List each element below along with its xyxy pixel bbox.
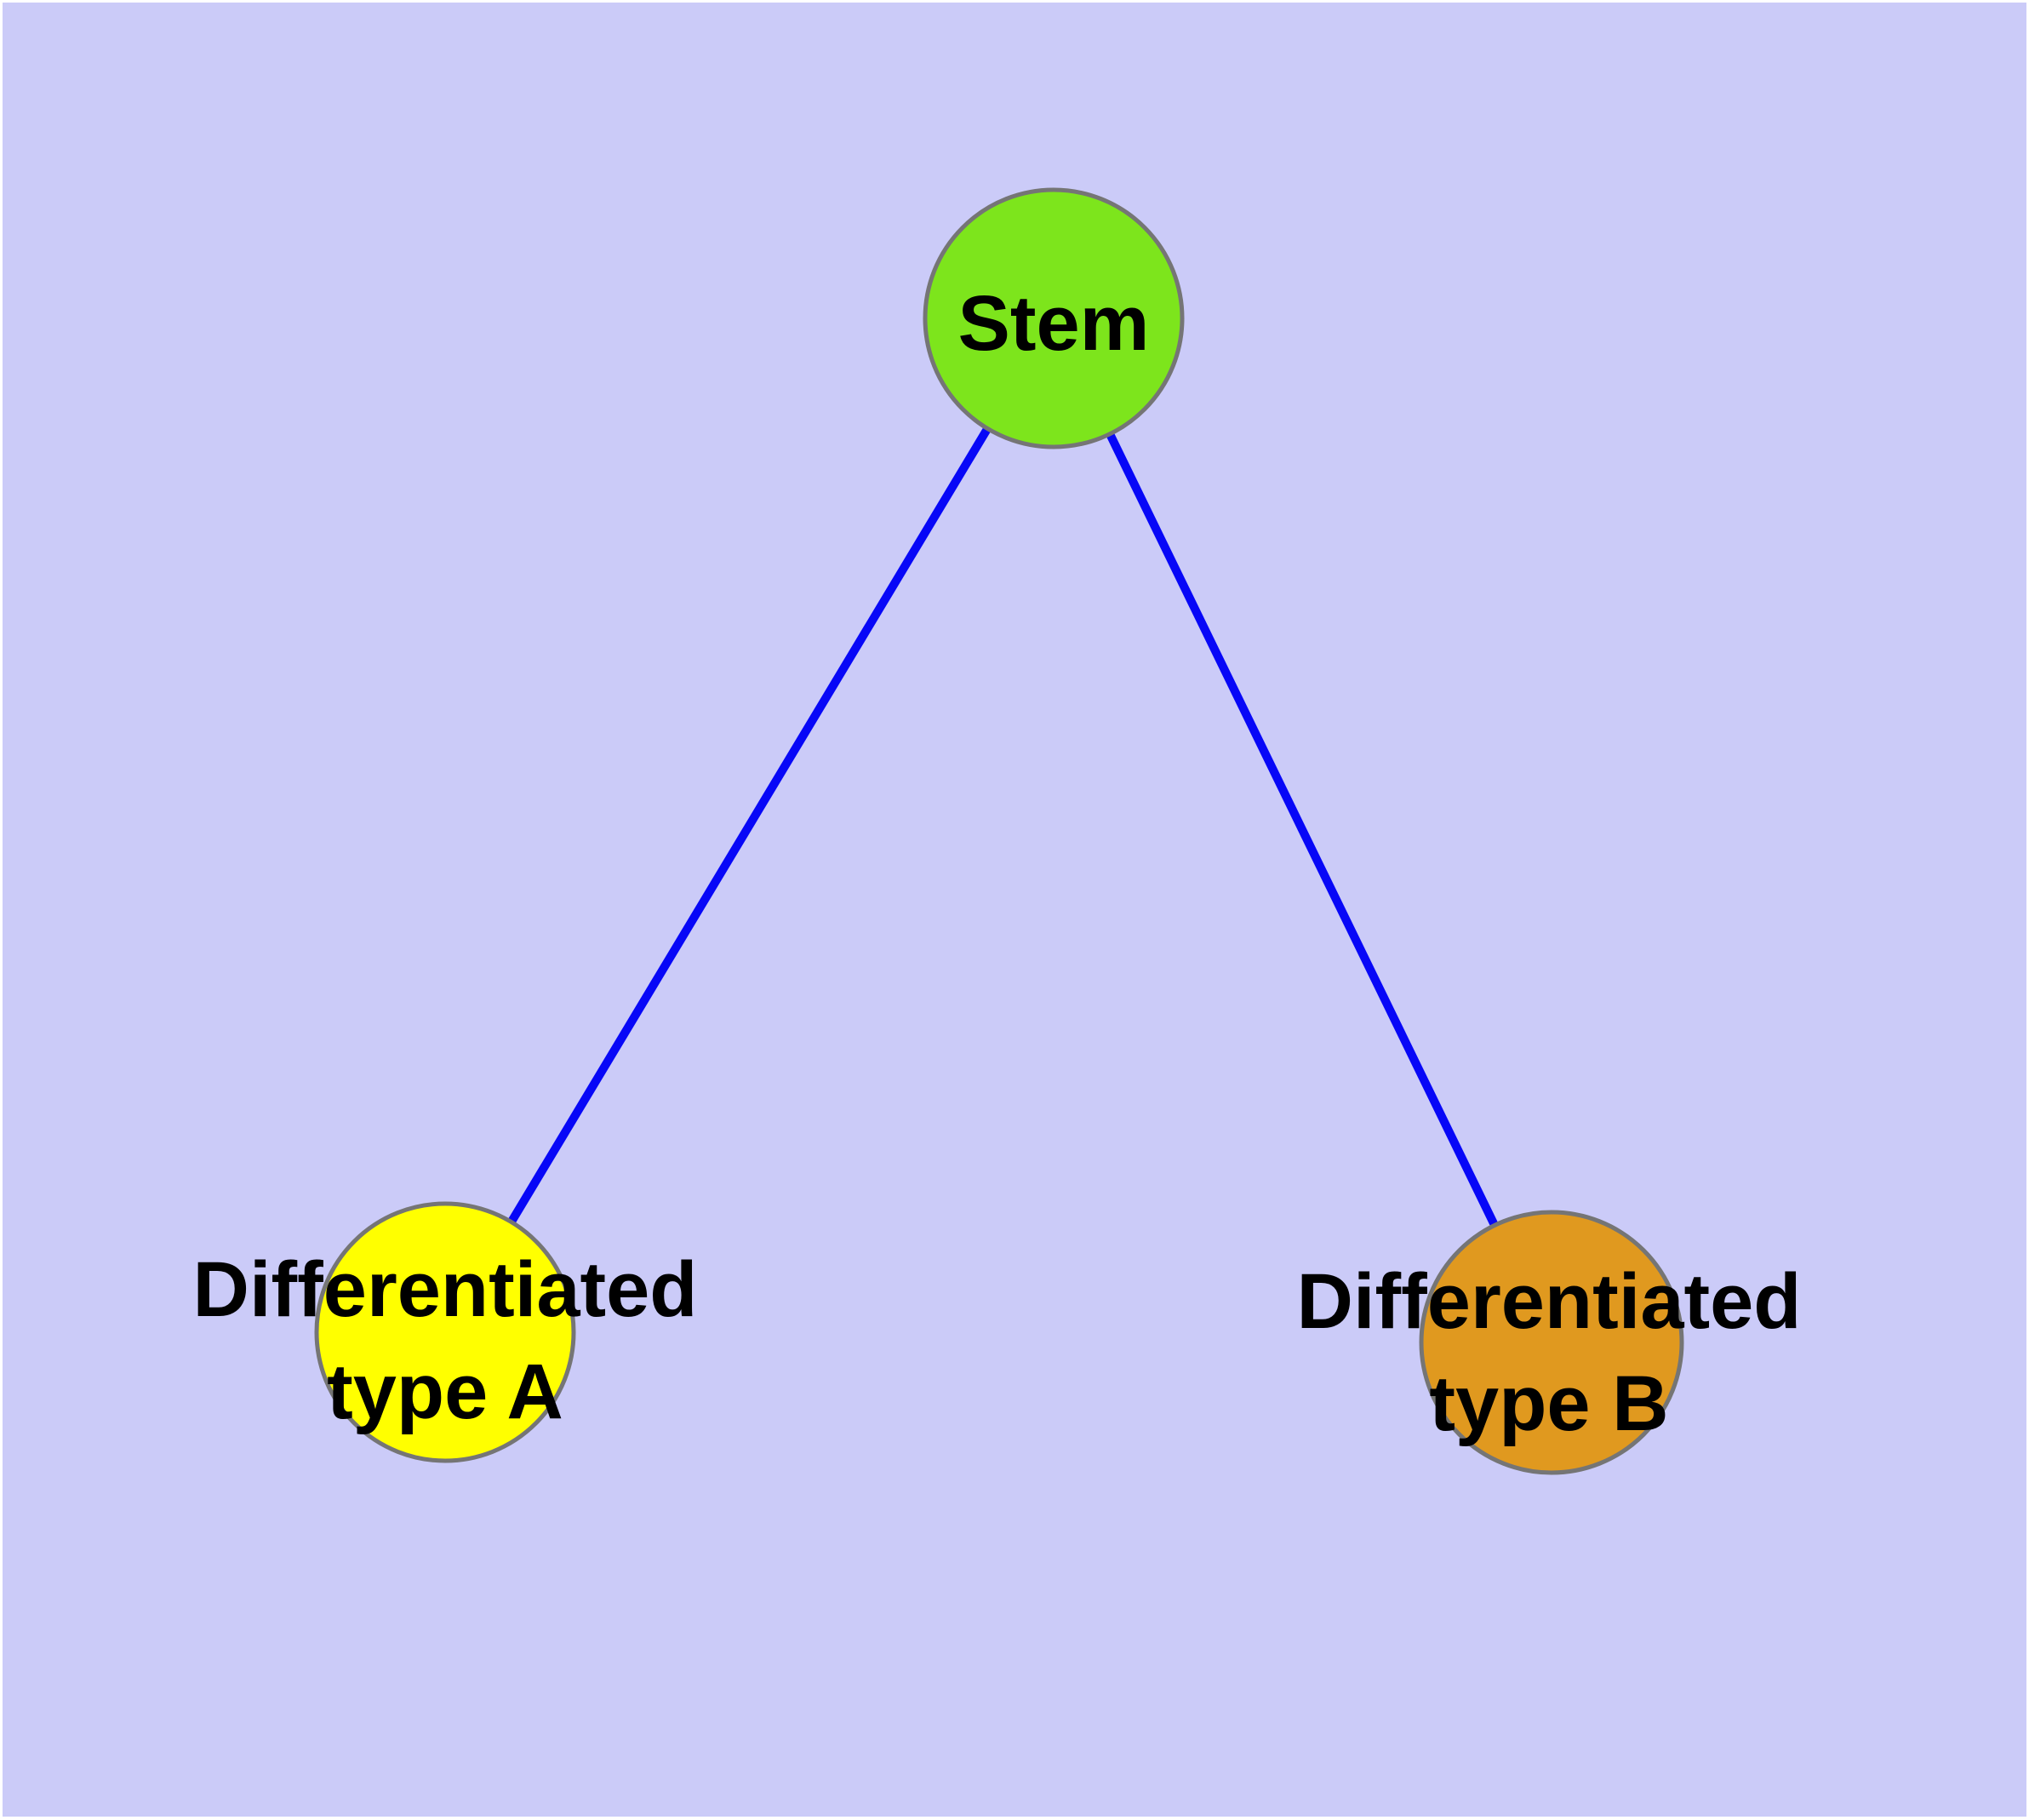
node-group: [314, 187, 1684, 1475]
node-type-b: [1419, 1210, 1684, 1475]
node-type-b-label: Differentiated type B: [1296, 1258, 1802, 1447]
node-stem: [923, 187, 1185, 449]
node-type-a-label: Differentiated type A: [192, 1246, 698, 1435]
edge-stem-to-type-b: [1049, 316, 1556, 1345]
node-type-a: [314, 1201, 576, 1463]
node-stem-label: Stem: [957, 280, 1150, 367]
edge-stem-to-type-a: [441, 316, 1058, 1335]
